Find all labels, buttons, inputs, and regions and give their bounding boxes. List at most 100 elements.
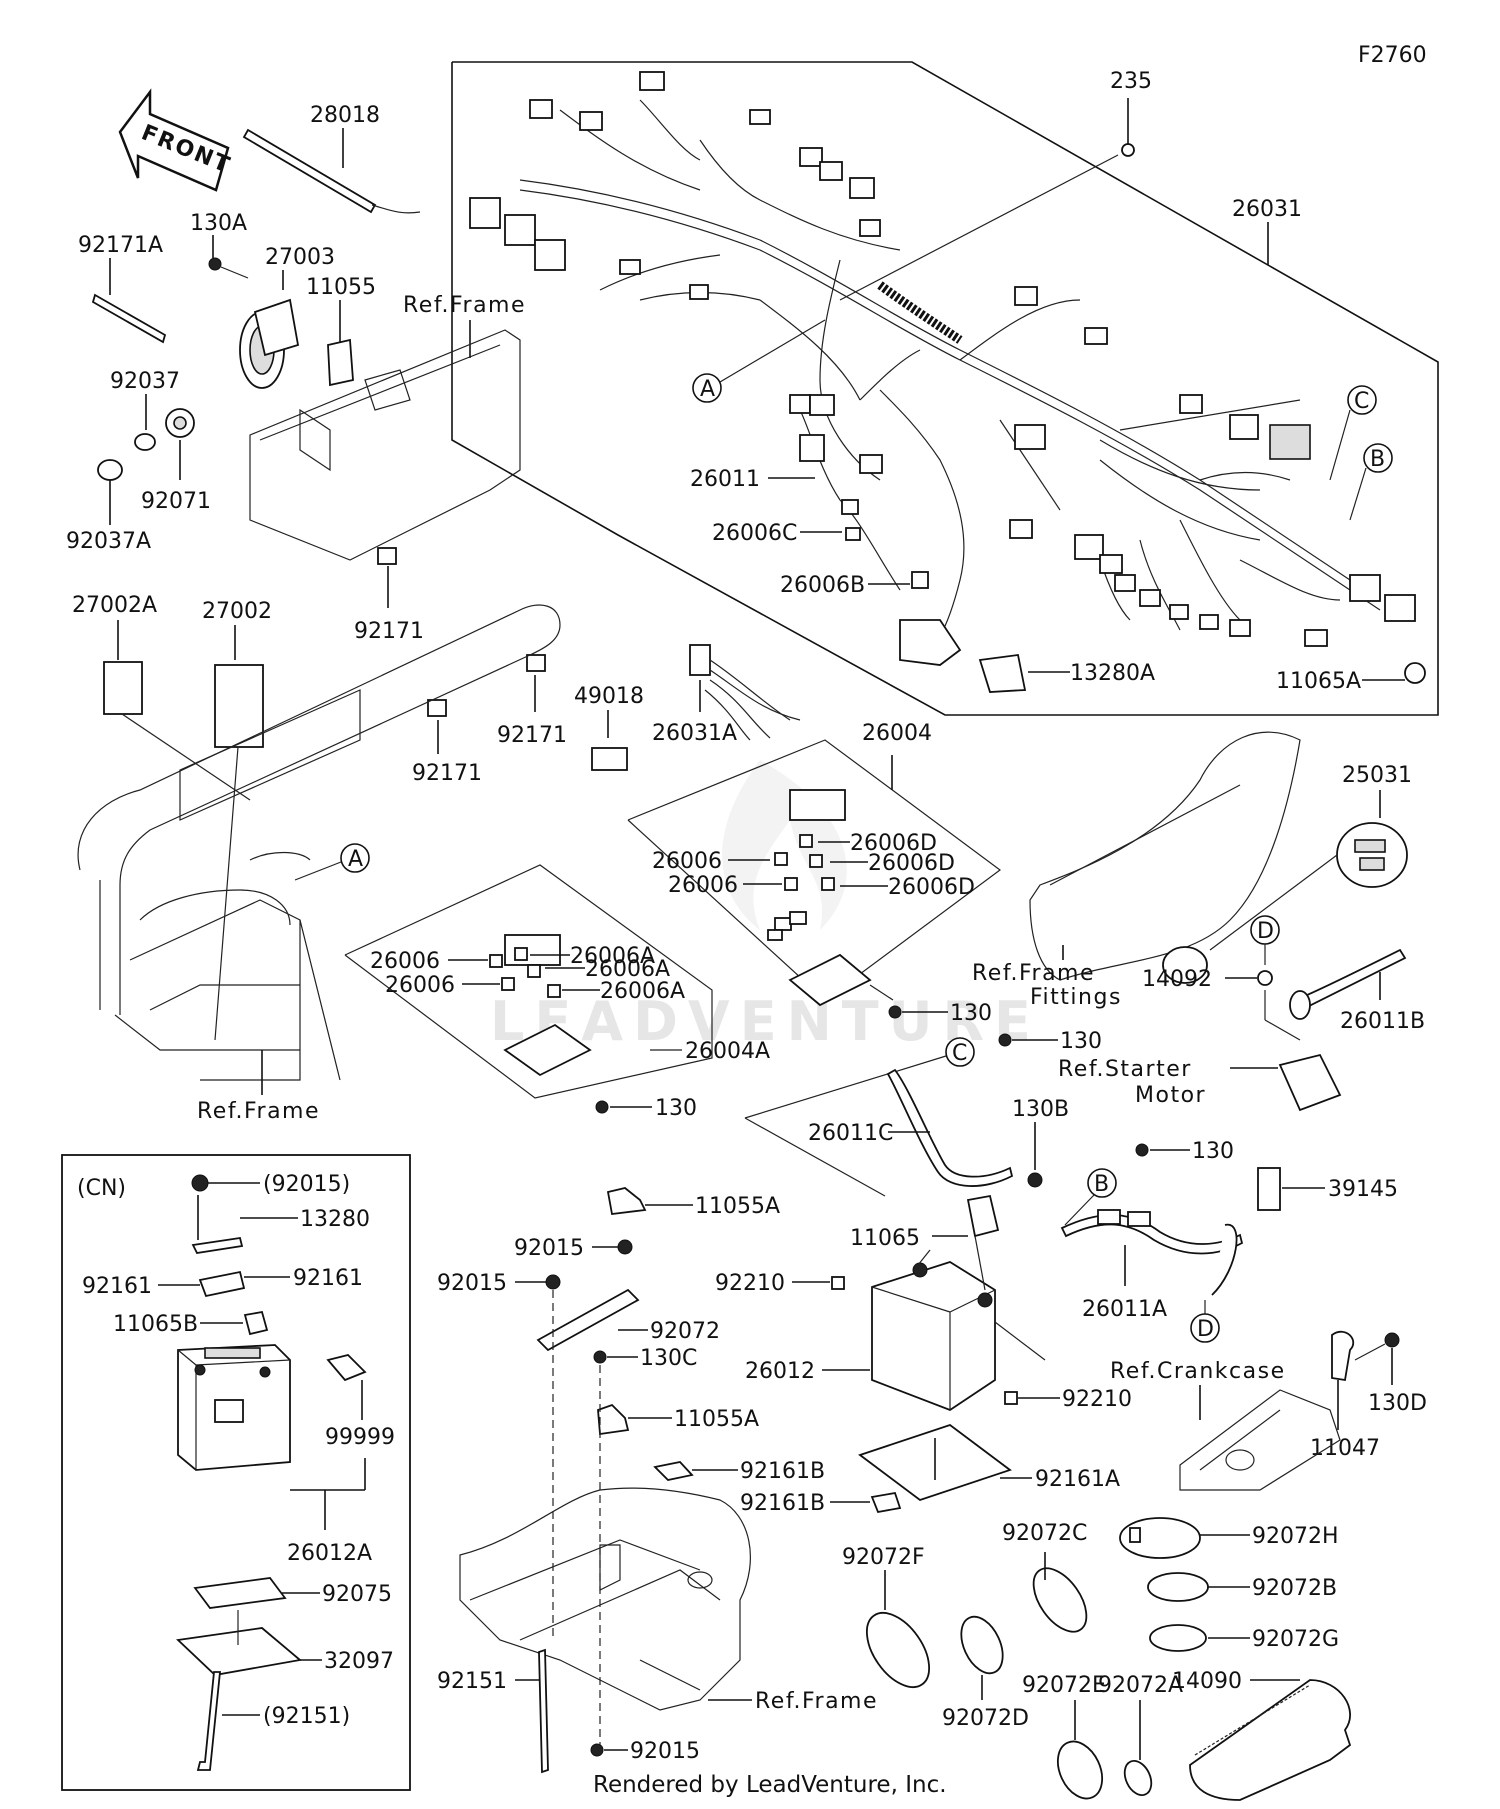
label-92161B-2: 92161B <box>740 1491 825 1516</box>
part-27002[interactable]: 27002 <box>202 599 272 1041</box>
part-26031A[interactable]: 26031A <box>652 644 801 746</box>
starter-relay[interactable] <box>1264 990 1342 1112</box>
label-26012A: 26012A <box>287 1541 372 1566</box>
part-13280[interactable]: 13280 <box>191 1195 370 1254</box>
part-26006D-1[interactable]: 26006D <box>799 831 937 856</box>
part-11055A-lower[interactable]: 11055A <box>597 1403 759 1436</box>
part-28018[interactable]: 28018 <box>242 103 421 214</box>
part-26006-3[interactable]: 26006 <box>370 949 503 974</box>
part-92171A[interactable]: 92171A <box>78 233 167 344</box>
part-26011[interactable]: 26011 <box>690 467 815 492</box>
part-92015-cn[interactable]: (92015) <box>191 1172 350 1197</box>
part-32097[interactable]: 32097 <box>176 1610 394 1676</box>
part-11047[interactable]: 11047 <box>1310 1330 1380 1461</box>
label-130C: 130C <box>640 1346 697 1371</box>
label-26006D-1: 26006D <box>850 831 937 856</box>
part-92151-cn[interactable]: (92151) <box>196 1671 350 1771</box>
label-11065A: 11065A <box>1276 669 1361 694</box>
part-92072C[interactable]: 92072C <box>1002 1521 1097 1641</box>
part-26006C[interactable]: 26006C <box>712 499 861 546</box>
part-13280A[interactable]: 13280A <box>978 653 1155 693</box>
part-26006A-2[interactable]: 26006A <box>527 957 670 982</box>
part-26006A-3[interactable]: 26006A <box>547 979 685 1004</box>
part-25031[interactable]: 25031 <box>1209 763 1412 951</box>
part-130-upper-fuse[interactable]: 130 <box>888 1001 992 1026</box>
label-92072H: 92072H <box>1252 1524 1339 1549</box>
part-27003[interactable]: 27003 <box>239 245 335 389</box>
part-130-lower-fuse[interactable]: 130 <box>595 1096 697 1121</box>
part-130B[interactable]: 130B <box>1012 1097 1069 1188</box>
part-92210-a[interactable]: 92210 <box>715 1271 845 1296</box>
label-28018: 28018 <box>310 103 380 128</box>
part-92161A[interactable]: 92161A <box>858 1423 1120 1502</box>
part-26006-2[interactable]: 26006 <box>668 873 798 898</box>
part-11065B[interactable]: 11065B <box>113 1310 269 1337</box>
part-130-b[interactable]: 130 <box>1135 1139 1234 1164</box>
part-92072A[interactable]: 92072A <box>1098 1673 1183 1799</box>
part-235[interactable]: 235 <box>839 69 1152 301</box>
part-92072H[interactable]: 92072H <box>1119 1517 1339 1559</box>
part-26011B[interactable]: 26011B <box>1289 948 1425 1034</box>
part-92037[interactable]: 92037 <box>110 369 180 451</box>
label-27003: 27003 <box>265 245 335 270</box>
part-26006-4[interactable]: 26006 <box>385 973 515 998</box>
part-26012A[interactable]: 26012A <box>177 1344 372 1566</box>
part-11065[interactable]: 11065 <box>850 1194 1000 1291</box>
part-26012[interactable]: 26012 <box>745 1261 1046 1412</box>
part-39145[interactable]: 39145 <box>1257 1167 1398 1211</box>
part-26011C[interactable]: 26011C <box>808 1068 1014 1187</box>
frame-left <box>77 604 561 1081</box>
part-92015-top[interactable]: 92015 <box>514 1236 633 1261</box>
label-26006A-1: 26006A <box>570 944 655 969</box>
part-92072F[interactable]: 92072F <box>842 1545 942 1698</box>
part-27002A[interactable]: 27002A <box>72 593 251 801</box>
part-11065A[interactable]: 11065A <box>1276 662 1426 694</box>
label-26006C: 26006C <box>712 521 797 546</box>
part-130D[interactable]: 130D <box>1354 1332 1427 1416</box>
part-92075[interactable]: 92075 <box>193 1577 392 1609</box>
part-92171-mid[interactable]: 92171 <box>412 699 482 786</box>
part-92171-right[interactable]: 92171 <box>497 654 567 748</box>
ref-crankcase: Ref.Crankcase <box>1110 1359 1341 1491</box>
part-92171-upper[interactable]: 92171 <box>354 547 424 644</box>
part-92072G[interactable]: 92072G <box>1149 1624 1339 1652</box>
part-92071[interactable]: 92071 <box>141 408 211 514</box>
part-49018[interactable]: 49018 <box>574 684 644 771</box>
label-92210-1: 92210 <box>715 1271 785 1296</box>
part-26006B[interactable]: 26006B <box>780 571 962 666</box>
label-26006A-2: 26006A <box>585 957 670 982</box>
part-26006D-3[interactable]: 26006D <box>821 875 975 900</box>
part-26006D-2[interactable]: 26006D <box>809 851 955 876</box>
part-26006-1[interactable]: 26006 <box>652 849 788 874</box>
part-92210-b[interactable]: 92210 <box>1004 1387 1132 1412</box>
label-92037A: 92037A <box>66 529 151 554</box>
part-92161B-b[interactable]: 92161B <box>740 1491 902 1516</box>
part-92037A[interactable]: 92037A <box>66 459 151 554</box>
part-92161-cn[interactable]: 92161 92161 <box>82 1266 363 1299</box>
part-99999[interactable]: 99999 <box>325 1354 395 1450</box>
part-26006A-1[interactable]: 26006A <box>514 944 655 969</box>
label-11055A-2: 11055A <box>674 1407 759 1432</box>
part-92072[interactable]: 92072 <box>536 1288 720 1352</box>
part-92151[interactable]: 92151 <box>437 1648 549 1774</box>
fuse-box-upper[interactable] <box>767 789 872 1007</box>
part-11055A-upper[interactable]: 11055A <box>606 1187 780 1219</box>
label-130-2: 130 <box>655 1096 697 1121</box>
part-130A[interactable]: 130A <box>190 211 249 279</box>
part-92015-mid[interactable]: 92015 <box>437 1271 561 1296</box>
part-26031[interactable]: 26031 <box>1232 197 1302 265</box>
part-92015-bottom[interactable]: 92015 <box>590 1739 700 1764</box>
main-harness-26031[interactable] <box>469 71 1416 651</box>
label-92037: 92037 <box>110 369 180 394</box>
part-26011A[interactable]: 26011A <box>1060 1209 1244 1322</box>
part-92161B-a[interactable]: 92161B <box>653 1459 825 1484</box>
part-130-c[interactable]: 130 <box>998 1029 1102 1054</box>
part-92072E[interactable]: 92072E <box>1022 1673 1111 1806</box>
part-14090[interactable]: 14090 <box>1172 1669 1352 1801</box>
part-14092[interactable]: 14092 <box>1142 967 1273 992</box>
part-92072D[interactable]: 92072D <box>942 1610 1029 1731</box>
label-92072G: 92072G <box>1252 1627 1339 1652</box>
part-11055[interactable]: 11055 <box>306 275 376 387</box>
part-130C[interactable]: 130C <box>593 1346 697 1371</box>
part-92072B[interactable]: 92072B <box>1147 1572 1337 1602</box>
